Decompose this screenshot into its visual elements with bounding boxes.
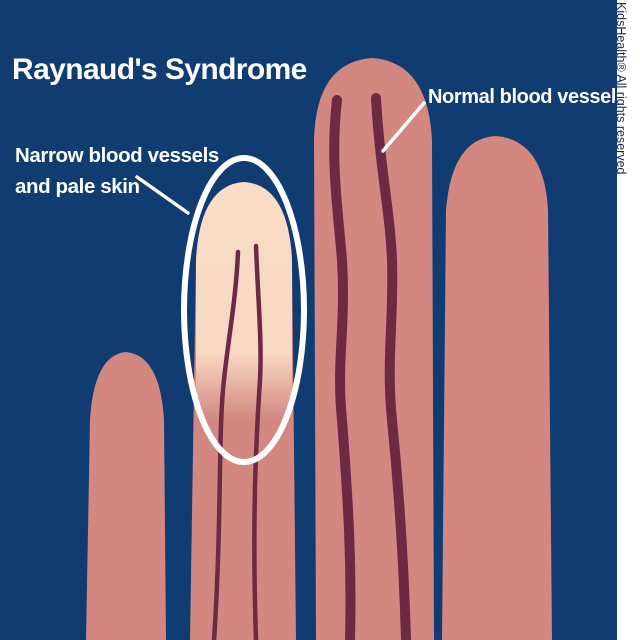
highlight-ellipse — [181, 155, 307, 465]
narrow-vessel-right — [252, 243, 263, 640]
credit-strip — [617, 0, 640, 640]
normal-vessel-right — [371, 93, 411, 640]
pale-fingertip — [196, 182, 292, 420]
narrow-vessels-label-line-1: Narrow blood vessels — [15, 144, 219, 167]
narrow-vessels-label-line-2: and pale skin — [15, 175, 140, 198]
normal-pointer-line — [381, 101, 426, 153]
diagram-title: Raynaud's Syndrome — [12, 53, 307, 86]
normal-vessels-label: Normal blood vessels — [428, 86, 627, 108]
narrow-pointer-line — [135, 175, 190, 215]
finger-4 — [442, 136, 552, 640]
narrow-vessel-left — [211, 249, 241, 640]
finger-1 — [86, 352, 166, 640]
narrow-vessels-label: Narrow blood vessels and pale skin — [15, 140, 219, 202]
normal-vessel-left — [329, 95, 356, 640]
copyright-credit: KidsHealth® All rights reserved — [614, 2, 628, 175]
